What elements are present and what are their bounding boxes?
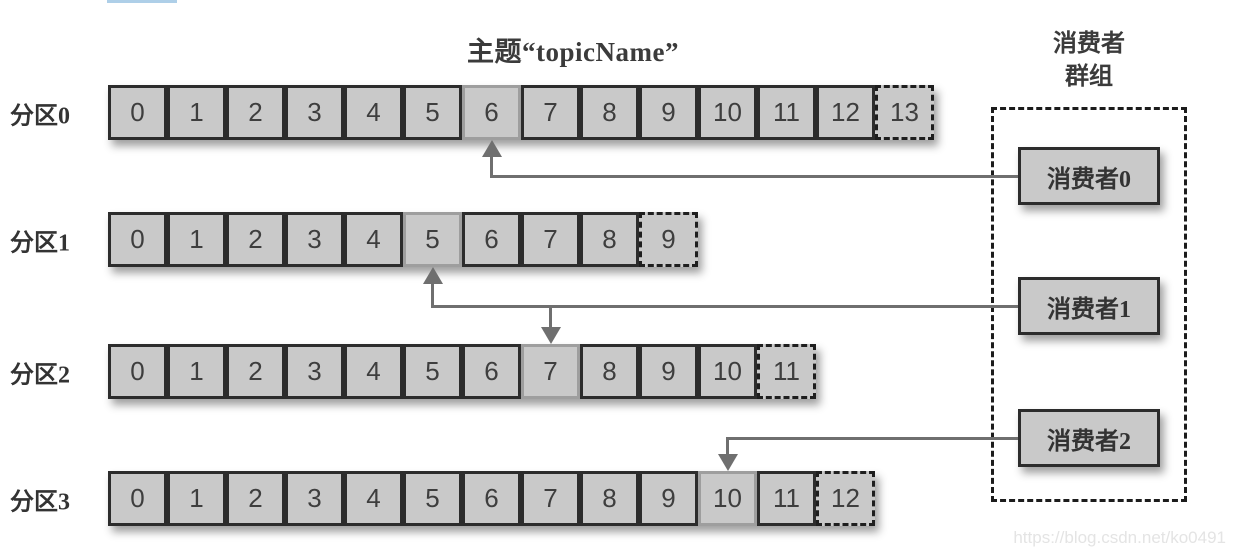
partition-cell: 8: [580, 212, 639, 267]
topic-title: 主题“topicName”: [467, 37, 679, 67]
partition-cell: 1: [167, 85, 226, 140]
partition-cell: 6: [462, 471, 521, 526]
connector-line-horizontal: [431, 304, 1018, 308]
partition-cell: 9: [639, 212, 698, 267]
partition-cell: 0: [108, 344, 167, 399]
connector-line-vertical: [726, 436, 729, 456]
partition-label: 分区0: [10, 103, 70, 129]
consumer-group-title-line1: 消费者: [1053, 31, 1125, 57]
partition-cell: 3: [285, 85, 344, 140]
arrowhead-up-icon: [481, 140, 502, 157]
top-edge-artifact: [107, 0, 177, 3]
consumer-group-title: 消费者 群组: [1019, 28, 1159, 94]
consumer-box: 消费者2: [1018, 409, 1160, 467]
partition-cell: 4: [344, 471, 403, 526]
partition-cell: 9: [639, 85, 698, 140]
partition-cell: 12: [816, 85, 875, 140]
arrowhead-down-icon: [717, 454, 738, 471]
arrowhead-down-icon: [540, 327, 561, 344]
partition-cell: 4: [344, 85, 403, 140]
partition-cell: 5: [403, 212, 462, 267]
partition-cell: 5: [403, 85, 462, 140]
partition-cell: 3: [285, 212, 344, 267]
partition-cell: 4: [344, 212, 403, 267]
partition-cell: 0: [108, 471, 167, 526]
partition-cell: 7: [521, 344, 580, 399]
partition-cell: 10: [698, 471, 757, 526]
partition-cell: 12: [816, 471, 875, 526]
connector-line-vertical: [549, 304, 552, 329]
partition-cell: 6: [462, 85, 521, 140]
partition-cell: 4: [344, 344, 403, 399]
partition-cell: 5: [403, 471, 462, 526]
partition-label: 分区3: [10, 489, 70, 515]
partition-cell: 0: [108, 212, 167, 267]
partition-cell: 6: [462, 212, 521, 267]
partition-cell: 2: [226, 344, 285, 399]
partition-cell: 8: [580, 344, 639, 399]
partition-cell: 3: [285, 471, 344, 526]
partition-cell: 9: [639, 344, 698, 399]
connector-line-vertical: [431, 282, 434, 308]
partition-cell: 13: [875, 85, 934, 140]
partition-label: 分区2: [10, 362, 70, 388]
partition-cell: 2: [226, 85, 285, 140]
connector-line-vertical: [490, 155, 493, 178]
partition-cell: 1: [167, 471, 226, 526]
consumer-box: 消费者0: [1018, 147, 1160, 205]
partition-cell: 5: [403, 344, 462, 399]
partition-cell: 8: [580, 471, 639, 526]
partition-cell: 2: [226, 471, 285, 526]
partition-cell: 11: [757, 85, 816, 140]
connector-line-horizontal: [490, 174, 1018, 178]
partition-cell: 1: [167, 344, 226, 399]
partition-cell: 2: [226, 212, 285, 267]
arrowhead-up-icon: [422, 267, 443, 284]
partition-cell: 9: [639, 471, 698, 526]
watermark-text: https://blog.csdn.net/ko0491: [1013, 528, 1226, 547]
partition-cell: 11: [757, 344, 816, 399]
partition-cell: 10: [698, 85, 757, 140]
consumer-group-title-line2: 群组: [1065, 64, 1113, 90]
partition-cell: 7: [521, 471, 580, 526]
partition-cell: 10: [698, 344, 757, 399]
partition-cell: 6: [462, 344, 521, 399]
connector-line-horizontal: [726, 436, 1018, 440]
partition-label: 分区1: [10, 230, 70, 256]
partition-cell: 7: [521, 85, 580, 140]
partition-cell: 0: [108, 85, 167, 140]
partition-cell: 7: [521, 212, 580, 267]
partition-cell: 11: [757, 471, 816, 526]
partition-cell: 8: [580, 85, 639, 140]
partition-cell: 3: [285, 344, 344, 399]
consumer-box: 消费者1: [1018, 277, 1160, 335]
partition-cell: 1: [167, 212, 226, 267]
